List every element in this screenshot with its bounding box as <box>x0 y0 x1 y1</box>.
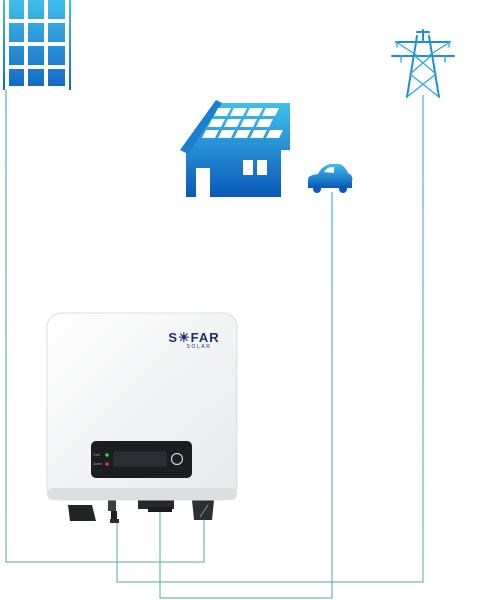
inverter-button <box>170 452 184 466</box>
led-grid-label: Grid <box>93 453 100 457</box>
house-icon <box>180 100 290 197</box>
led-alarm-label: Alarm <box>93 462 103 466</box>
transmission-tower-icon <box>391 29 455 98</box>
led-green-icon <box>105 453 109 457</box>
wire-panel-to-inverter <box>5 90 205 563</box>
wire-car-to-inverter <box>159 192 333 599</box>
inverter-icon <box>46 312 238 523</box>
solar-panel-icon <box>3 0 71 90</box>
led-red-icon <box>105 462 109 466</box>
inverter-brand-logo: S☀FAR SOLAR <box>168 331 220 350</box>
wire-grid-to-inverter <box>116 95 424 583</box>
inverter-connectors <box>68 497 214 523</box>
wires <box>5 90 424 599</box>
brand-subline: SOLAR <box>186 344 212 350</box>
brand-name: S☀FAR <box>168 330 220 345</box>
inverter-lcd <box>113 451 167 467</box>
car-icon <box>308 164 353 193</box>
